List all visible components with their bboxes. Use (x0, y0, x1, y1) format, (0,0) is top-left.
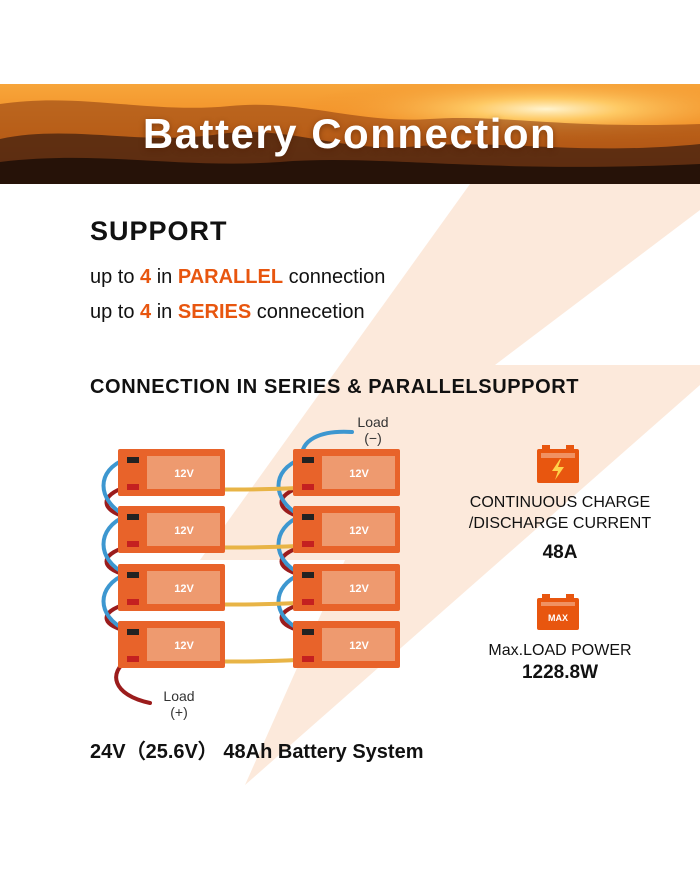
parallel-suffix: connection (283, 266, 386, 288)
battery-voltage-label: 12V (174, 468, 194, 480)
battery-label-panel (322, 628, 395, 661)
sunset-landscape-image (0, 84, 700, 184)
negative-terminal (127, 629, 139, 635)
battery-label-panel (147, 628, 220, 661)
power-label: Max.LOAD POWER (488, 642, 632, 659)
wire-blue-left-1 (101, 457, 128, 518)
positive-terminal (302, 484, 314, 490)
wire-blue-left-3 (101, 572, 128, 632)
battery-voltage-label: 12V (174, 525, 194, 537)
battery-label-panel (147, 571, 220, 604)
banner-title: Battery Connection (142, 110, 558, 157)
positive-terminal (127, 484, 139, 490)
positive-terminal (302, 656, 314, 662)
battery-voltage-label: 12V (349, 583, 369, 595)
load-negative-text: Load (357, 414, 389, 430)
charge-label-line1: CONTINUOUS CHARGE (469, 494, 651, 511)
positive-terminal (302, 541, 314, 547)
battery-label-panel (322, 571, 395, 604)
negative-terminal (302, 514, 314, 520)
parallel-prefix: up to (90, 266, 141, 288)
parallel-count: 4 (140, 266, 152, 288)
battery-right-2: 12V (293, 506, 400, 553)
negative-terminal (302, 457, 314, 463)
wire-blue-right-1 (276, 457, 303, 518)
positive-terminal (127, 541, 139, 547)
negative-terminal (127, 572, 139, 578)
header-banner: Battery Connection (0, 84, 700, 184)
battery-label-panel (147, 513, 220, 546)
positive-terminal (302, 599, 314, 605)
parallel-mode: PARALLEL (177, 266, 284, 288)
load-negative-label: Load(−) (350, 414, 396, 446)
battery-voltage-label: 12V (349, 525, 369, 537)
battery-left-1: 12V (118, 449, 225, 496)
negative-terminal (302, 572, 314, 578)
positive-terminal (127, 599, 139, 605)
battery-charge-icon (537, 445, 579, 483)
negative-terminal (127, 457, 139, 463)
parallel-support-line: up to 4 in PARALLEL connection (90, 266, 385, 289)
series-suffix: connecetion (251, 301, 365, 323)
battery-voltage-label: 12V (174, 640, 194, 652)
wire-blue-right-2 (276, 514, 303, 576)
load-positive-polarity: (+) (170, 704, 188, 720)
connection-section-title: CONNECTION IN SERIES & PARALLELSUPPORT (90, 376, 580, 398)
load-positive-text: Load (163, 688, 195, 704)
series-count: 4 (140, 301, 152, 323)
charge-value: 48A (542, 542, 578, 563)
series-mid: in (151, 301, 178, 323)
series-support-line: up to 4 in SERIES connecetion (90, 301, 365, 324)
battery-voltage-label: 12V (174, 583, 194, 595)
series-prefix: up to (90, 301, 141, 323)
battery-right-3: 12V (293, 564, 400, 611)
battery-left-4: 12V (118, 621, 225, 668)
battery-label-panel (147, 456, 220, 489)
max-badge-text: MAX (548, 613, 568, 623)
battery-label-panel (322, 513, 395, 546)
wire-blue-right-3 (276, 572, 303, 632)
battery-left-3: 12V (118, 564, 225, 611)
parallel-mid: in (151, 266, 178, 288)
wire-blue-left-2 (101, 514, 128, 576)
positive-terminal (127, 656, 139, 662)
charge-label-line2: /DISCHARGE CURRENT (468, 515, 652, 532)
battery-label-panel (322, 456, 395, 489)
load-negative-polarity: (−) (364, 430, 382, 446)
series-mode: SERIES (177, 301, 252, 323)
load-positive-label: Load(+) (156, 688, 202, 720)
battery-right-1: 12V (293, 449, 400, 496)
support-title: SUPPORT (90, 216, 228, 246)
battery-array: 12V 12V 12V 12V 12V 12V 12V 12V (118, 449, 400, 668)
battery-voltage-label: 12V (349, 468, 369, 480)
charge-label: CONTINUOUS CHARGE/DISCHARGE CURRENT (455, 492, 665, 534)
battery-max-icon: MAX (537, 594, 579, 630)
battery-system-label: 24V（25.6V） 48Ah Battery System (90, 741, 424, 763)
battery-voltage-label: 12V (349, 640, 369, 652)
negative-terminal (127, 514, 139, 520)
negative-terminal (302, 629, 314, 635)
power-value: 1228.8W (521, 662, 599, 683)
battery-right-4: 12V (293, 621, 400, 668)
battery-left-2: 12V (118, 506, 225, 553)
